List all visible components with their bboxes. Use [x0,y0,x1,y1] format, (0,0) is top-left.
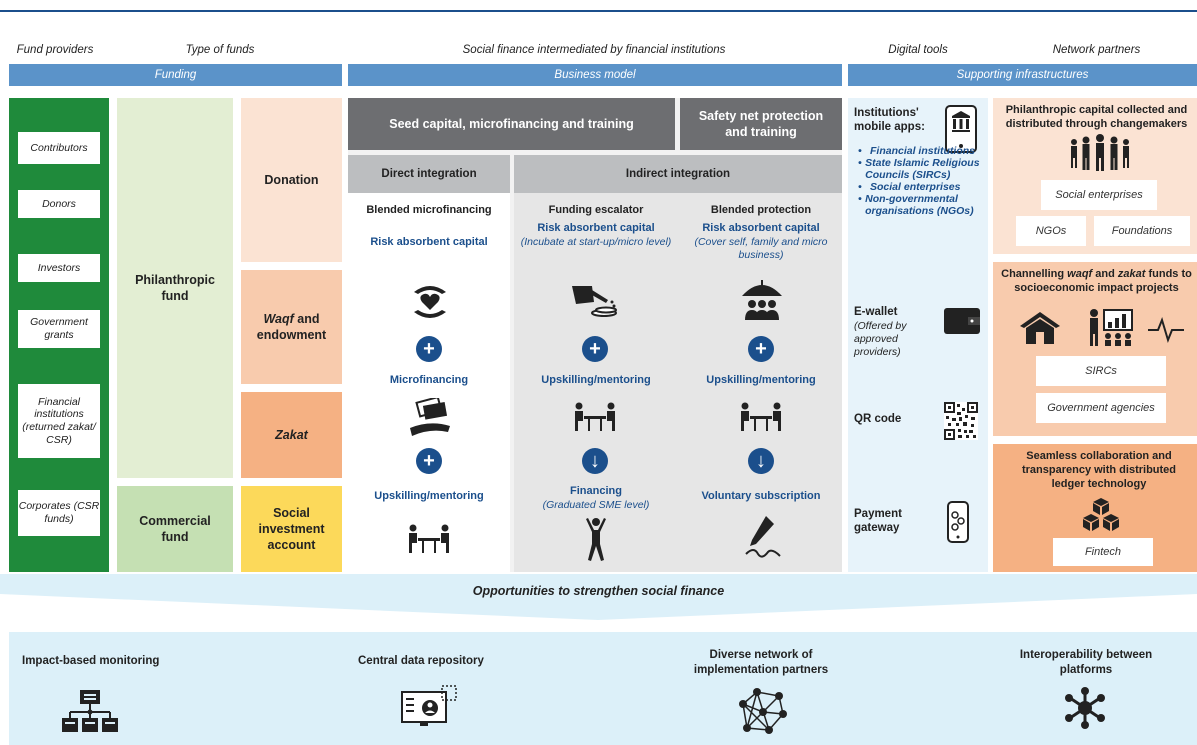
header-network-partners: Network partners [1052,44,1141,56]
provider-investors: Investors [18,254,100,282]
col2-title: Funding escalator [548,204,644,216]
ewallet-note: (Offered by approved providers) [854,320,907,359]
col3-step3: Voluntary subscription [701,490,821,502]
band-funding: Funding [9,64,342,86]
opportunities-banner [0,574,1197,622]
col1-plus-icon-1: + [416,336,442,362]
indirect-column-bg [514,193,842,572]
col1-step3: Upskilling/mentoring [374,490,484,502]
opp-impact-monitoring: Impact-based monitoring [22,655,160,667]
col1-title: Blended microfinancing [366,204,492,216]
indirect-integration-header: Indirect integration [514,155,842,193]
fund-social-investment-account: Social investment account [241,486,342,572]
col1-step2: Microfinancing [389,374,469,386]
opp-central-data: Central data repository [358,655,484,667]
network-channelling-title: Channelling waqf and zakat funds to soci… [1001,268,1192,294]
col3-title: Blended protection [710,204,812,216]
network-graph-icon [733,684,789,740]
header-fund-providers: Fund providers [16,44,94,56]
col1-capital: Risk absorbent capital [370,236,488,248]
band-business-model: Business model [348,64,842,86]
partner-government-agencies: Government agencies [1036,393,1166,423]
network-philanthropic-title: Philanthropic capital collected and dist… [1005,104,1188,130]
provider-government-grants: Government grants [18,310,100,348]
celebrating-person-icon [584,516,608,564]
col3-plus-icon: + [748,336,774,362]
qr-label: QR code [854,413,902,425]
provider-corporates: Corporates (CSR funds) [18,490,100,536]
partner-fintech: Fintech [1053,538,1153,566]
presentation-icon [1086,308,1134,348]
provider-donors: Donors [18,190,100,218]
fountain-pen-signature-icon [740,514,786,562]
header-social-finance: Social finance intermediated by financia… [462,44,726,56]
col1-plus-icon-2: + [416,448,442,474]
house-icon [1018,310,1062,346]
header-type-of-funds: Type of funds [185,44,255,56]
partner-ngos: NGOs [1016,216,1086,246]
col2-plus-icon: + [582,336,608,362]
partner-foundations: Foundations [1094,216,1190,246]
fund-waqf-endowment: Waqf and endowment [241,270,342,384]
opportunities-panel [9,632,1197,745]
col3-down-arrow-icon: ↓ [748,448,774,474]
hub-icon [1062,686,1108,730]
direct-column-bg [348,193,510,572]
col2-step3-note: (Graduated SME level) [542,499,650,511]
mentoring-icon-3 [737,402,785,432]
philanthropic-fund: Philanthropic fund [117,98,233,478]
org-chart-icon [60,688,120,736]
col2-capital-note: (Incubate at start-up/micro level) [520,236,672,248]
commercial-fund: Commercial fund [117,486,233,572]
opp-interoperability: Interoperability between platforms [1019,649,1153,676]
opportunities-title: Opportunities to strengthen social finan… [472,584,725,598]
col3-capital: Risk absorbent capital [702,222,820,234]
mentoring-icon-1 [405,524,453,554]
col2-step2: Upskilling/mentoring [541,374,651,386]
band-supporting: Supporting infrastructures [848,64,1197,86]
safety-net-header: Safety net protection and training [680,98,842,150]
apps-list-item: Financial institutions [870,145,976,157]
opp-diverse-network: Diverse network of implementation partne… [693,649,829,676]
digital-tools-panel [848,98,988,572]
col3-capital-note: (Cover self, family and micro business) [694,236,828,262]
blockchain-cubes-icon [1081,496,1121,534]
seed-capital-header: Seed capital, microfinancing and trainin… [348,98,675,150]
data-repository-icon [400,684,460,728]
provider-financial-institutions: Financial institutions (returned zakat/ … [18,384,100,458]
fund-zakat: Zakat [241,392,342,478]
qr-code-icon [944,402,978,440]
provider-contributors: Contributors [18,132,100,164]
col2-step3: Financing [570,485,622,497]
col2-down-arrow-icon: ↓ [582,448,608,474]
mobile-bank-icon [944,104,978,154]
umbrella-family-icon [740,278,784,322]
apps-list-item: Non-governmental organisations (NGOs) [865,193,974,218]
watering-can-icon [568,280,626,320]
partner-sircs: SIRCs [1036,356,1166,386]
money-hand-icon [408,398,452,438]
apps-list-item: Social enterprises [870,181,961,194]
crowd-icon [1066,132,1134,172]
apps-list-item: State Islamic Religious Councils (SIRCs) [865,157,980,182]
heart-hands-icon [410,280,450,322]
fund-donation: Donation [241,98,342,262]
col2-capital: Risk absorbent capital [537,222,655,234]
col3-step2: Upskilling/mentoring [706,374,816,386]
network-dlt-title: Seamless collaboration and transparency … [1021,450,1177,490]
partner-social-enterprises: Social enterprises [1041,180,1157,210]
heartbeat-icon [1146,314,1186,344]
mobile-payment-icon [946,500,970,544]
payment-gateway-label: Payment gateway [854,508,902,535]
apps-title: Institutions' mobile apps: [854,107,925,134]
apps-list: •Financial institutions •State Islamic R… [858,145,986,217]
top-rule [0,10,1197,12]
direct-integration-header: Direct integration [348,155,510,193]
ewallet-label: E-wallet [854,306,898,318]
header-digital-tools: Digital tools [888,44,948,56]
wallet-icon [942,306,982,336]
mentoring-icon-2 [571,402,619,432]
